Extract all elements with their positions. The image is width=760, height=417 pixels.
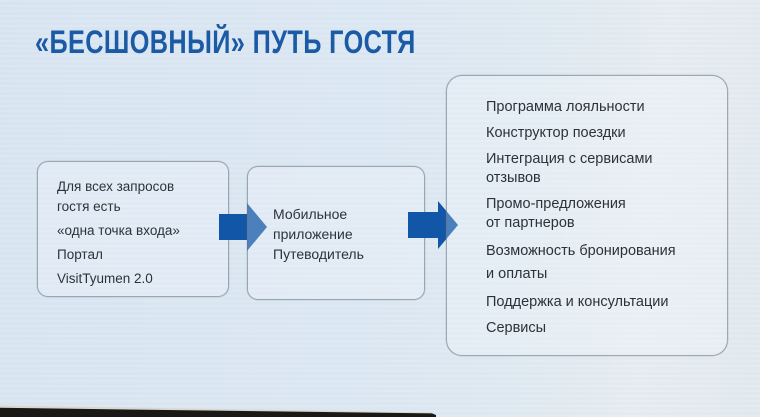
list-item: Поддержка и консультации bbox=[486, 293, 717, 312]
text-line: Поддержка и консультации bbox=[486, 294, 669, 310]
text-line: Для всех запросов bbox=[57, 179, 175, 194]
right-arrow-icon bbox=[408, 201, 458, 249]
features-list: Программа лояльности Конструктор поездки… bbox=[486, 98, 717, 338]
text-line: Сервисы bbox=[486, 320, 547, 336]
text-line: Портал bbox=[57, 247, 103, 262]
text-line: Мобильное bbox=[273, 206, 348, 222]
mobile-app-box: Мобильное приложение Путеводитель bbox=[247, 166, 425, 300]
entry-point-box: Для всех запросов гостя есть «одна точка… bbox=[37, 161, 229, 297]
text-line: гостя есть bbox=[57, 199, 121, 214]
text-line: Программа лояльности bbox=[486, 99, 645, 115]
list-item: Сервисы bbox=[486, 319, 717, 338]
entry-paragraph: «одна точка входа» bbox=[57, 221, 218, 241]
right-arrow-icon bbox=[219, 203, 267, 251]
list-item: Возможность бронирования и оплаты bbox=[486, 240, 717, 286]
entry-paragraph: VisitTyumen 2.0 bbox=[57, 269, 218, 289]
list-item: Интеграция с сервисами отзывов bbox=[486, 150, 717, 188]
text-line: приложение bbox=[273, 226, 353, 242]
text-line: Путеводитель bbox=[273, 246, 364, 262]
list-item: Промо-предложения от партнеров bbox=[486, 195, 717, 233]
text-line: VisitTyumen 2.0 bbox=[57, 271, 153, 286]
list-item: Программа лояльности bbox=[486, 98, 717, 117]
text-line: от партнеров bbox=[486, 215, 575, 231]
text-line: Конструктор поездки bbox=[486, 125, 626, 141]
text-line: Промо-предложения bbox=[486, 196, 626, 212]
features-box: Программа лояльности Конструктор поездки… bbox=[446, 75, 728, 356]
list-item: Конструктор поездки bbox=[486, 124, 717, 143]
entry-paragraph: Портал bbox=[57, 245, 218, 265]
text-line: Возможность бронирования bbox=[486, 243, 676, 259]
text-line: и оплаты bbox=[486, 266, 548, 282]
photo-edge bbox=[0, 405, 436, 417]
text-line: Интеграция с сервисами bbox=[486, 151, 653, 167]
text-line: отзывов bbox=[486, 170, 541, 186]
app-paragraph: Мобильное приложение Путеводитель bbox=[273, 204, 416, 264]
page-title: «БЕСШОВНЫЙ» ПУТЬ ГОСТЯ bbox=[35, 24, 416, 60]
entry-paragraph: Для всех запросов гостя есть bbox=[57, 177, 218, 217]
text-line: «одна точка входа» bbox=[57, 223, 180, 238]
